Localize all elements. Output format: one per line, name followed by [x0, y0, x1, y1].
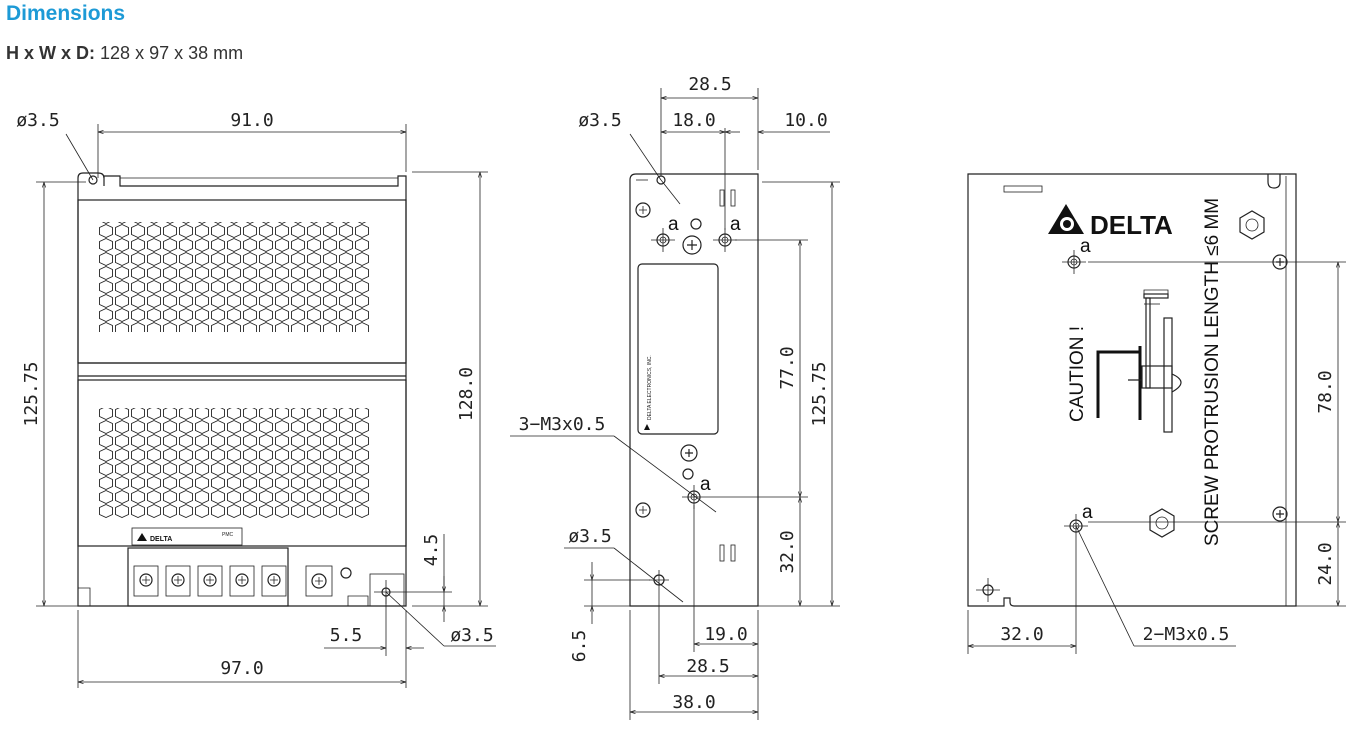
back-ground-nut-top [1239, 210, 1265, 240]
back-dim-320: 32.0 [1000, 624, 1043, 645]
dimension-spec: H x W x D: 128 x 97 x 38 mm [6, 43, 243, 64]
side-dim-65: 6.5 [569, 630, 590, 663]
back-outline [967, 173, 1297, 607]
lower-vent-panel [77, 379, 407, 547]
spec-label: H x W x D: [6, 43, 96, 63]
side-dim-320: 32.0 [777, 530, 798, 573]
side-dim-100: 10.0 [784, 110, 827, 131]
side-dim-top-285: 28.5 [688, 74, 731, 95]
side-label-text: DELTA ELECTRONICS, INC. [647, 355, 653, 420]
upper-vent-grid [98, 222, 370, 332]
side-screws [635, 202, 702, 518]
back-dim-780: 78.0 [1315, 370, 1336, 413]
terminal-block [127, 547, 289, 607]
svg-text:a: a [1080, 236, 1091, 257]
front-hole-dia-top: ø3.5 [16, 110, 59, 131]
back-screw-note: 2−M3x0.5 [1143, 624, 1230, 645]
side-outline [629, 173, 759, 607]
side-m3-holes: a a a [649, 214, 741, 590]
side-dim-180: 18.0 [672, 110, 715, 131]
back-mount-screws [1272, 254, 1288, 522]
front-brand-strip [131, 527, 243, 546]
section-title: Dimensions [6, 2, 126, 25]
side-dim-190: 19.0 [704, 624, 747, 645]
side-hole-dia-bottom: ø3.5 [568, 526, 611, 547]
back-dim-240: 24.0 [1315, 542, 1336, 585]
front-brand: DELTA [150, 536, 172, 543]
back-caution: CAUTION ! [1067, 326, 1088, 422]
front-width-top: 91.0 [230, 110, 273, 131]
side-dim-770: 77.0 [777, 346, 798, 389]
svg-text:a: a [700, 474, 711, 495]
terminal-screws [133, 565, 287, 597]
back-brand: DELTA [1090, 210, 1173, 240]
svg-text:a: a [1082, 502, 1093, 523]
side-hole-dia-top: ø3.5 [578, 110, 621, 131]
side-dim-285-bottom: 28.5 [686, 656, 729, 677]
front-model-tag: PMC [222, 532, 234, 538]
spec-value: 128 x 97 x 38 mm [100, 43, 244, 63]
voltage-adjust-pot [305, 565, 333, 597]
back-view: DELTA SCREW PROTRUSION LENGTH ≤6 MM CAUT… [967, 173, 1346, 654]
lower-vent-grid [98, 408, 370, 518]
screw-protrusion-diagram [1096, 289, 1182, 433]
side-dim-380: 38.0 [672, 692, 715, 713]
front-offset-55: 5.5 [330, 625, 363, 646]
back-ground-nut-bottom [1149, 508, 1175, 538]
front-height-right: 128.0 [456, 367, 477, 421]
front-width-bottom: 97.0 [220, 658, 263, 679]
svg-text:a: a [668, 214, 679, 235]
led-indicator [340, 567, 352, 579]
side-dim-12575: 125.75 [809, 361, 830, 426]
front-top-hole [88, 175, 98, 185]
front-height-left: 125.75 [21, 361, 42, 426]
side-screw-note: 3−M3x0.5 [519, 414, 606, 435]
front-view: DELTA PMC 91.0 ø3.5 125.75 [16, 110, 496, 688]
delta-logo-icon [137, 533, 147, 541]
side-label-area [637, 263, 719, 435]
front-hole-dia-bottom: ø3.5 [450, 625, 493, 646]
back-screw-warning: SCREW PROTRUSION LENGTH ≤6 MM [1202, 198, 1223, 546]
side-view: a a a DELTA ELECTRONICS, INC. 28.5 18.0 … [510, 74, 840, 720]
front-offset-45: 4.5 [421, 534, 442, 567]
svg-text:a: a [730, 214, 741, 235]
